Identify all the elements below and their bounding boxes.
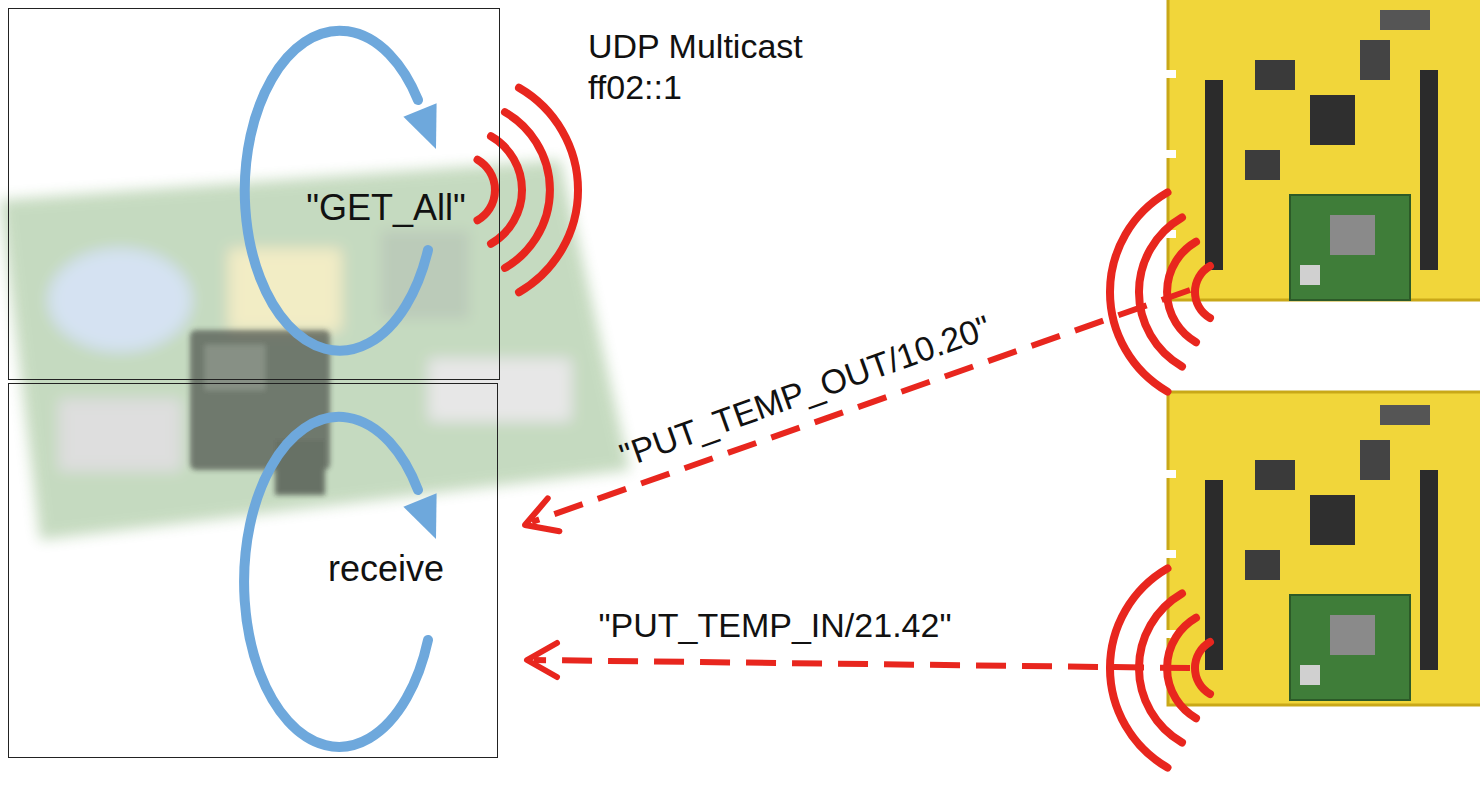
loop-arrows — [244, 31, 437, 747]
network-address-label: UDP Multicast ff02::1 — [588, 26, 848, 109]
reply-arrows — [525, 290, 1190, 677]
loop-panel: receive — [8, 383, 498, 758]
multicast-waves — [478, 88, 579, 292]
radio-module-photo — [190, 330, 330, 495]
sensor-board — [1166, 392, 1480, 705]
loop-panel: "GET_All" — [8, 8, 500, 380]
loop-label: receive — [328, 548, 444, 589]
board-waves — [1110, 192, 1210, 767]
message-label: "PUT_TEMP_IN/21.42" — [599, 605, 952, 646]
message-label: "PUT_TEMP_OUT/10.20" — [614, 307, 996, 477]
sensor-board — [1166, 0, 1480, 300]
loop-label: "GET_All" — [306, 187, 466, 228]
